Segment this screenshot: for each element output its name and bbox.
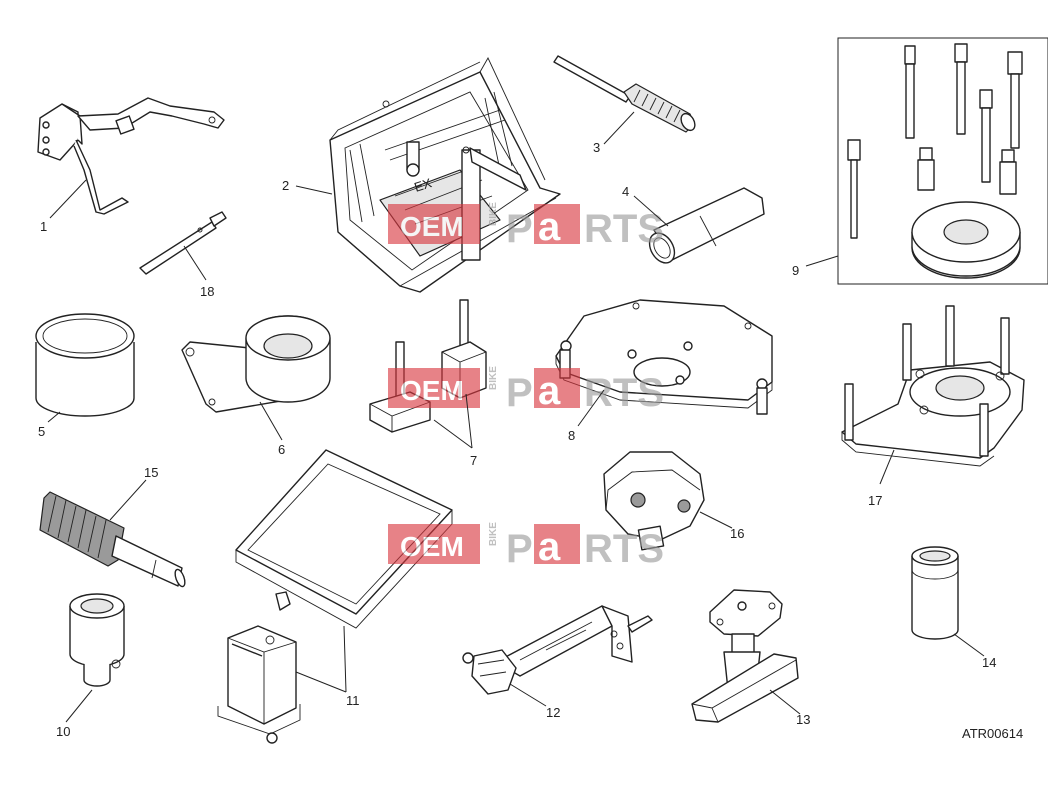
part-labels: 1 2 3 4 5 6 7 8 9 10 11 12 13 14 15 16 1… [38, 140, 996, 739]
part-label-17: 17 [868, 493, 882, 508]
tool-17-stud-plate [841, 305, 1025, 467]
tool-5-cylinder-cup [35, 313, 135, 417]
part-label-2: 2 [282, 178, 289, 193]
part-label-8: 8 [568, 428, 575, 443]
tool-10-sleeve [69, 593, 125, 687]
tool-8-flat-plate [555, 299, 773, 415]
watermark-oem: OEM [400, 531, 464, 562]
part-label-5: 5 [38, 424, 45, 439]
watermark-bike: BIKE [488, 202, 499, 226]
tool-6-ring-bracket [181, 315, 331, 413]
tool-1-bracket [37, 97, 225, 215]
tool-3-knurled-pin [553, 55, 696, 133]
tool-9-pin-kit [837, 37, 1048, 285]
watermark-bike: BIKE [488, 366, 499, 390]
tool-2-cage-frame: EX [329, 57, 561, 293]
part-label-9: 9 [792, 263, 799, 278]
kit-border [837, 37, 1048, 285]
drawing-reference-code: ATR00614 [962, 726, 1023, 741]
watermark-oem: OEM [400, 375, 464, 406]
tool-7-pin-blocks [369, 299, 487, 433]
watermark-oem: OEM [400, 211, 464, 242]
box-marking: EX [412, 175, 433, 195]
tool-4-socket-sleeve [648, 187, 765, 264]
leader-lines [47, 111, 985, 723]
part-label-7: 7 [470, 453, 477, 468]
watermark-3: OEM BIKE P a RTS [388, 522, 664, 571]
part-label-18: 18 [200, 284, 214, 299]
part-label-16: 16 [730, 526, 744, 541]
watermark-p: P [506, 527, 533, 571]
part-label-15: 15 [144, 465, 158, 480]
tool-18-slim-pin [139, 211, 227, 275]
part-label-4: 4 [622, 184, 629, 199]
watermark-rts: RTS [584, 527, 664, 571]
part-label-6: 6 [278, 442, 285, 457]
watermark-2: OEM BIKE P a RTS [388, 366, 664, 415]
tool-11-tray-meter [217, 449, 453, 744]
tool-15-threaded-bar [39, 491, 186, 588]
watermark-a: a [538, 205, 561, 249]
watermark-rts: RTS [584, 371, 664, 415]
watermark: OEM BIKE P a RTS OEM BIKE P a RTS OEM BI… [388, 202, 664, 571]
watermark-1: OEM BIKE P a RTS [388, 202, 664, 251]
part-label-12: 12 [546, 705, 560, 720]
watermark-rts: RTS [584, 207, 664, 251]
part-label-10: 10 [56, 724, 70, 739]
watermark-p: P [506, 371, 533, 415]
tool-14-cylinder-sleeve [911, 546, 959, 640]
part-label-14: 14 [982, 655, 996, 670]
part-label-1: 1 [40, 219, 47, 234]
watermark-a: a [538, 525, 561, 569]
watermark-bike: BIKE [488, 522, 499, 546]
tool-16-octagon-socket [603, 451, 705, 551]
part-label-11: 11 [346, 693, 360, 708]
tool-12-adjustable-bracket [462, 605, 653, 695]
part-label-13: 13 [796, 712, 810, 727]
watermark-a: a [538, 369, 561, 413]
watermark-p: P [506, 207, 533, 251]
tool-13-t-stand [691, 589, 799, 723]
part-label-3: 3 [593, 140, 600, 155]
